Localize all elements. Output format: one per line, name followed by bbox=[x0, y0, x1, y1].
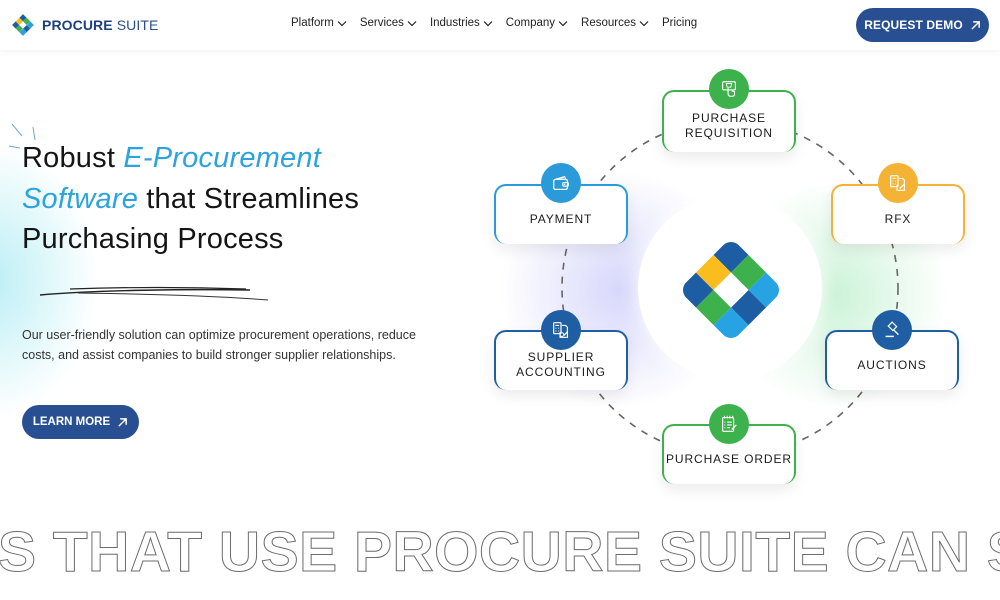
nav-label: Pricing bbox=[661, 17, 698, 29]
cart-touch-icon bbox=[709, 69, 749, 109]
request-demo-label: REQUEST DEMO bbox=[864, 18, 963, 32]
nav-industries[interactable]: Industries bbox=[430, 17, 493, 29]
chevron-down-icon bbox=[639, 20, 649, 26]
nav-label: Industries bbox=[429, 17, 480, 29]
node-label: PAYMENT bbox=[529, 211, 593, 226]
node-label: AUCTIONS bbox=[857, 357, 927, 372]
hero-description: Our user-friendly solution can optimize … bbox=[22, 328, 416, 362]
arrow-up-right-icon bbox=[118, 417, 128, 427]
node-label: PURCHASE ORDER bbox=[666, 451, 792, 466]
procure-suite-logo-icon bbox=[678, 237, 784, 343]
request-demo-button[interactable]: REQUEST DEMO bbox=[856, 8, 989, 42]
chevron-down-icon bbox=[337, 20, 347, 26]
chevron-down-icon bbox=[558, 20, 568, 26]
underline-scribble-decoration bbox=[39, 286, 269, 301]
main-nav: Platform Services Industries Company Res… bbox=[291, 17, 710, 29]
scrolling-marquee-text: S THAT USE PROCURE SUITE CAN S bbox=[0, 520, 1000, 585]
nav-pricing[interactable]: Pricing bbox=[662, 17, 697, 29]
dashed-orbit-path bbox=[561, 119, 899, 457]
spark-lines-decoration bbox=[8, 123, 36, 149]
procurement-cycle-diagram: PURCHASE REQUISITION RFX AUCTIONS PURCHA… bbox=[480, 60, 980, 500]
nav-label: Services bbox=[359, 17, 404, 29]
document-calculator-icon bbox=[878, 163, 918, 203]
gavel-icon bbox=[872, 310, 912, 350]
chevron-down-icon bbox=[483, 20, 493, 26]
checklist-icon bbox=[709, 404, 749, 444]
nav-label: Company bbox=[505, 17, 556, 29]
nav-label: Resources bbox=[581, 17, 636, 29]
procure-suite-logo-icon bbox=[12, 14, 34, 36]
nav-services[interactable]: Services bbox=[360, 17, 417, 29]
nav-platform[interactable]: Platform bbox=[291, 17, 347, 29]
arrow-up-right-icon bbox=[971, 20, 980, 30]
brand-name: PROCURE SUITE bbox=[42, 17, 159, 33]
node-label: RFX bbox=[884, 211, 912, 226]
wallet-icon bbox=[541, 163, 581, 203]
nav-resources[interactable]: Resources bbox=[581, 17, 649, 29]
nav-label: Platform bbox=[291, 17, 334, 29]
node-label: PURCHASE REQUISITION bbox=[685, 111, 773, 140]
hero-title: Robust E-Procurement Software that Strea… bbox=[22, 142, 360, 255]
accounting-document-icon bbox=[541, 310, 581, 350]
node-label: SUPPLIER ACCOUNTING bbox=[516, 350, 606, 379]
learn-more-label: LEARN MORE bbox=[32, 416, 111, 428]
site-header: PROCURE SUITE Platform Services Industri… bbox=[0, 0, 1000, 50]
nav-company[interactable]: Company bbox=[506, 17, 568, 29]
brand-logo[interactable]: PROCURE SUITE bbox=[11, 13, 158, 37]
learn-more-button[interactable]: LEARN MORE bbox=[22, 405, 139, 439]
chevron-down-icon bbox=[407, 20, 417, 26]
